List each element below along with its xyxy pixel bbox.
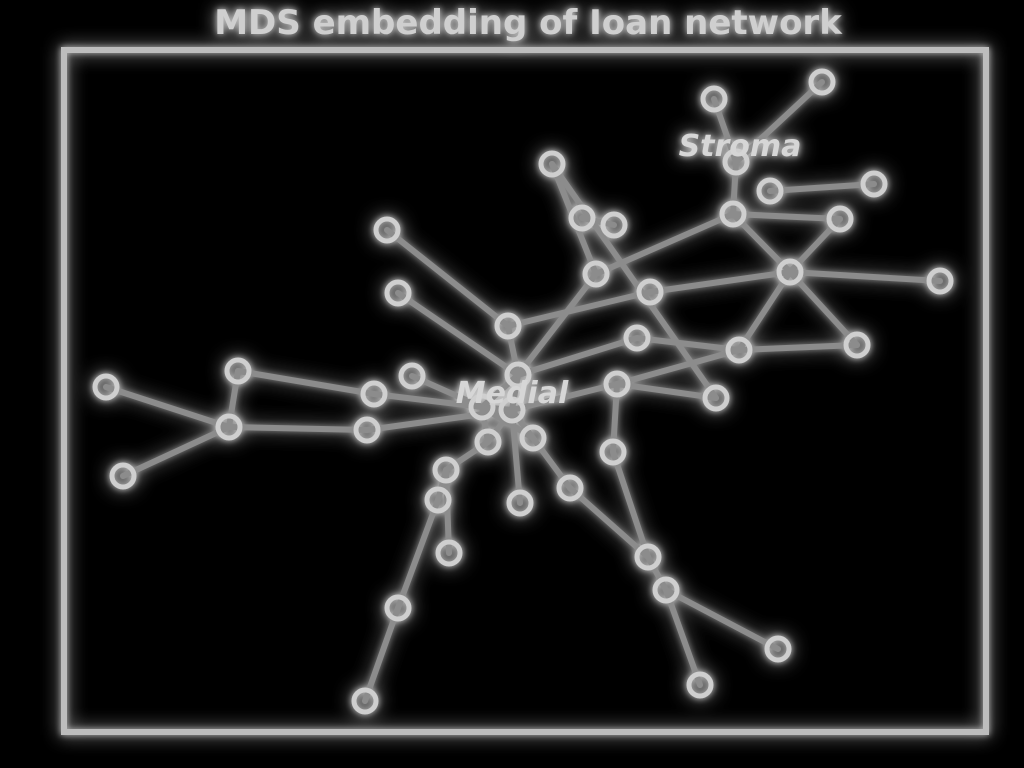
network-edge [787, 269, 943, 284]
network-node [92, 373, 120, 401]
network-edge [509, 407, 523, 506]
network-node [700, 85, 728, 113]
network-edge [730, 159, 739, 217]
network-node [424, 486, 452, 514]
network-node [764, 635, 792, 663]
network-node [398, 362, 426, 390]
network-node [556, 474, 584, 502]
network-edge [767, 181, 877, 194]
network-edge [443, 467, 452, 556]
network-node [498, 396, 526, 424]
network-node [435, 539, 463, 567]
network-node [926, 267, 954, 295]
network-node [504, 361, 532, 389]
network-node [808, 68, 836, 96]
network-node [634, 543, 662, 571]
network-node [722, 148, 750, 176]
network-node [652, 576, 680, 604]
network-edge [787, 269, 860, 348]
network-node [686, 671, 714, 699]
network-edge [663, 587, 703, 688]
network-node [351, 687, 379, 715]
network-edge [509, 407, 536, 441]
network-edge [736, 342, 860, 353]
network-node [519, 424, 547, 452]
network-edge [103, 384, 232, 430]
network-edge [614, 347, 742, 387]
network-node [384, 594, 412, 622]
network-edge [515, 271, 599, 378]
node-label-medial: Medial [456, 376, 569, 411]
network-edge [226, 424, 370, 433]
network-edge [549, 161, 719, 401]
network-edge [479, 372, 521, 410]
node-layer [92, 68, 954, 715]
network-node [506, 489, 534, 517]
network-node [432, 456, 460, 484]
network-edge [634, 335, 742, 353]
network-node [776, 258, 804, 286]
network-edge [549, 161, 599, 277]
plot-title: MDS embedding of Ioan network [214, 3, 843, 43]
network-edge [515, 335, 640, 378]
network-node [109, 462, 137, 490]
network-node [224, 357, 252, 385]
network-edge [505, 323, 521, 378]
network-edge [395, 290, 521, 378]
network-edge [730, 211, 843, 222]
network-node [568, 204, 596, 232]
network-node [353, 416, 381, 444]
plot-frame [61, 47, 989, 735]
network-edge [645, 554, 669, 593]
network-node [494, 312, 522, 340]
network-node [373, 216, 401, 244]
network-node [826, 205, 854, 233]
network-edge [485, 407, 515, 445]
network-node [860, 170, 888, 198]
network-edge [647, 269, 793, 295]
network-edge [733, 79, 825, 165]
network-edge [663, 587, 781, 652]
network-edge [567, 485, 651, 560]
network-edge [579, 215, 617, 228]
network-node [582, 260, 610, 288]
network-node [599, 438, 627, 466]
network-edge [120, 424, 232, 479]
network-edge [509, 372, 521, 413]
node-label-stroma: Stroma [679, 129, 802, 164]
network-node [843, 331, 871, 359]
network-edge [235, 368, 377, 397]
network-node [215, 413, 243, 441]
network-node [623, 324, 651, 352]
network-edge [610, 449, 651, 560]
network-node [384, 279, 412, 307]
network-edge [593, 211, 736, 277]
network-edge [362, 605, 401, 704]
network-node [360, 380, 388, 408]
network-edge [443, 439, 491, 473]
network-node [719, 200, 747, 228]
network-node [603, 370, 631, 398]
network-node [474, 428, 502, 456]
network-node [636, 278, 664, 306]
network-node [702, 384, 730, 412]
network-node [756, 177, 784, 205]
network-edge [505, 289, 653, 329]
network-edge [730, 211, 793, 275]
network-edge [614, 381, 719, 401]
network-edge [371, 391, 485, 410]
network-node [600, 211, 628, 239]
network-edge [509, 381, 620, 413]
network-node [468, 393, 496, 421]
network-edge [736, 269, 793, 353]
network-node [538, 150, 566, 178]
network-edge [395, 497, 441, 611]
network-edge [384, 227, 511, 329]
network-node [725, 336, 753, 364]
